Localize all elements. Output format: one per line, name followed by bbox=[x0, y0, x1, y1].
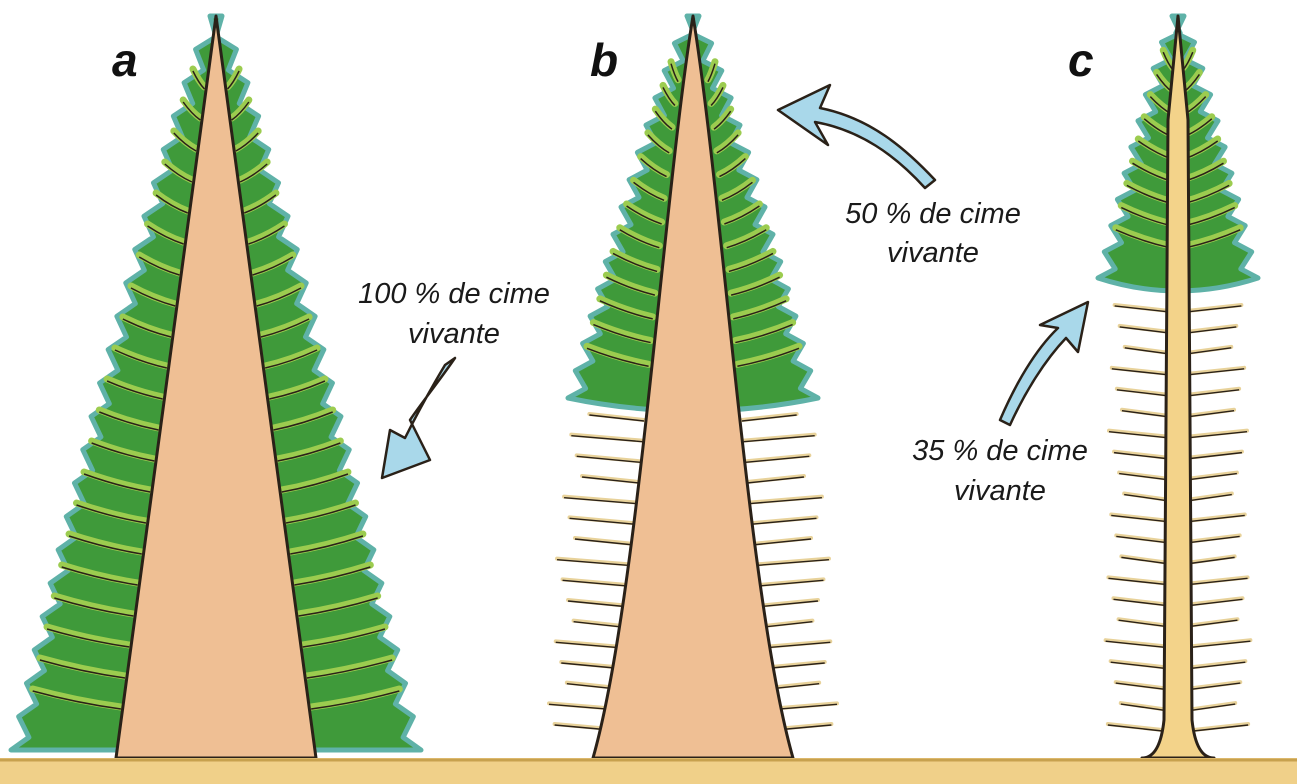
dead-branch bbox=[1192, 619, 1238, 625]
dead-branch bbox=[1187, 326, 1236, 332]
dead-branch bbox=[1122, 410, 1168, 416]
tree-b bbox=[549, 16, 837, 758]
dead-branch bbox=[589, 414, 644, 420]
caption-c-line1: 35 % de cime bbox=[912, 435, 1088, 467]
dead-branch bbox=[582, 476, 639, 482]
dead-branch bbox=[1112, 368, 1168, 374]
dead-branch bbox=[1125, 347, 1169, 353]
dead-branch bbox=[577, 455, 641, 461]
arrow-a-icon bbox=[382, 358, 455, 478]
dead-branch bbox=[1119, 619, 1165, 625]
dead-branch bbox=[1189, 473, 1236, 479]
dead-branch bbox=[744, 435, 815, 441]
dead-branch bbox=[1191, 556, 1235, 562]
dead-branch bbox=[1111, 661, 1164, 667]
dead-branch bbox=[557, 559, 633, 565]
dead-branch bbox=[750, 517, 816, 523]
panel-letter-a: a bbox=[112, 34, 138, 86]
caption-b-line1: 50 % de cime bbox=[845, 198, 1021, 230]
dead-branch bbox=[755, 579, 824, 585]
panel-letter-c: c bbox=[1068, 34, 1094, 86]
dead-branch bbox=[1117, 389, 1168, 395]
dead-branch bbox=[1188, 389, 1239, 395]
dead-branch bbox=[1190, 494, 1232, 500]
dead-branch bbox=[1188, 368, 1244, 374]
dead-branch bbox=[564, 497, 637, 503]
dead-branch bbox=[1109, 431, 1167, 437]
dead-branch bbox=[1108, 724, 1163, 730]
dead-branch bbox=[756, 600, 818, 606]
dead-branch bbox=[1192, 640, 1250, 646]
caption-b-line2: vivante bbox=[887, 237, 979, 269]
dead-branch bbox=[742, 414, 797, 420]
arrow-c-icon bbox=[1000, 302, 1088, 425]
caption-c-line2: vivante bbox=[954, 475, 1046, 507]
dead-branch bbox=[1189, 452, 1242, 458]
dead-branch bbox=[747, 476, 804, 482]
dead-branch bbox=[563, 579, 632, 585]
dead-branch bbox=[575, 538, 634, 544]
dead-branch bbox=[1121, 703, 1163, 709]
dead-branch bbox=[1113, 598, 1164, 604]
dead-branch bbox=[1114, 452, 1167, 458]
dead-branch bbox=[1111, 514, 1166, 520]
dead-branch bbox=[1194, 724, 1249, 730]
dead-branch bbox=[570, 517, 636, 523]
dead-branch bbox=[1187, 305, 1242, 311]
dead-branch bbox=[1119, 473, 1166, 479]
dead-branch bbox=[1121, 556, 1165, 562]
panel-letter-b: b bbox=[590, 34, 618, 86]
dead-branch bbox=[568, 600, 630, 606]
dead-branch bbox=[1193, 682, 1240, 688]
caption-a-line2: vivante bbox=[408, 318, 500, 350]
dead-branch bbox=[1189, 431, 1247, 437]
dead-branch bbox=[1116, 535, 1165, 541]
dead-branch bbox=[1193, 703, 1235, 709]
dead-branch bbox=[1191, 577, 1247, 583]
dead-branch bbox=[745, 455, 809, 461]
caption-a-line1: 100 % de cime bbox=[358, 278, 550, 310]
dead-branch bbox=[1106, 640, 1164, 646]
dead-branch bbox=[1190, 514, 1245, 520]
tree-c bbox=[1098, 16, 1258, 758]
dead-branch bbox=[1187, 347, 1231, 353]
tree-a bbox=[11, 16, 421, 758]
dead-branch bbox=[1192, 598, 1243, 604]
dead-branch bbox=[752, 538, 811, 544]
dead-branch bbox=[1108, 577, 1164, 583]
dead-branch bbox=[1124, 494, 1166, 500]
dead-branch bbox=[1120, 326, 1169, 332]
arrow-b-icon bbox=[778, 85, 935, 188]
dead-branch bbox=[1193, 661, 1246, 667]
dead-branch bbox=[1188, 410, 1234, 416]
dead-branch bbox=[1190, 535, 1239, 541]
ground-strip bbox=[0, 758, 1297, 784]
dead-branch bbox=[1116, 682, 1163, 688]
dead-branch bbox=[1115, 305, 1170, 311]
dead-branch bbox=[571, 435, 642, 441]
dead-branch bbox=[753, 559, 829, 565]
dead-branch bbox=[749, 497, 822, 503]
